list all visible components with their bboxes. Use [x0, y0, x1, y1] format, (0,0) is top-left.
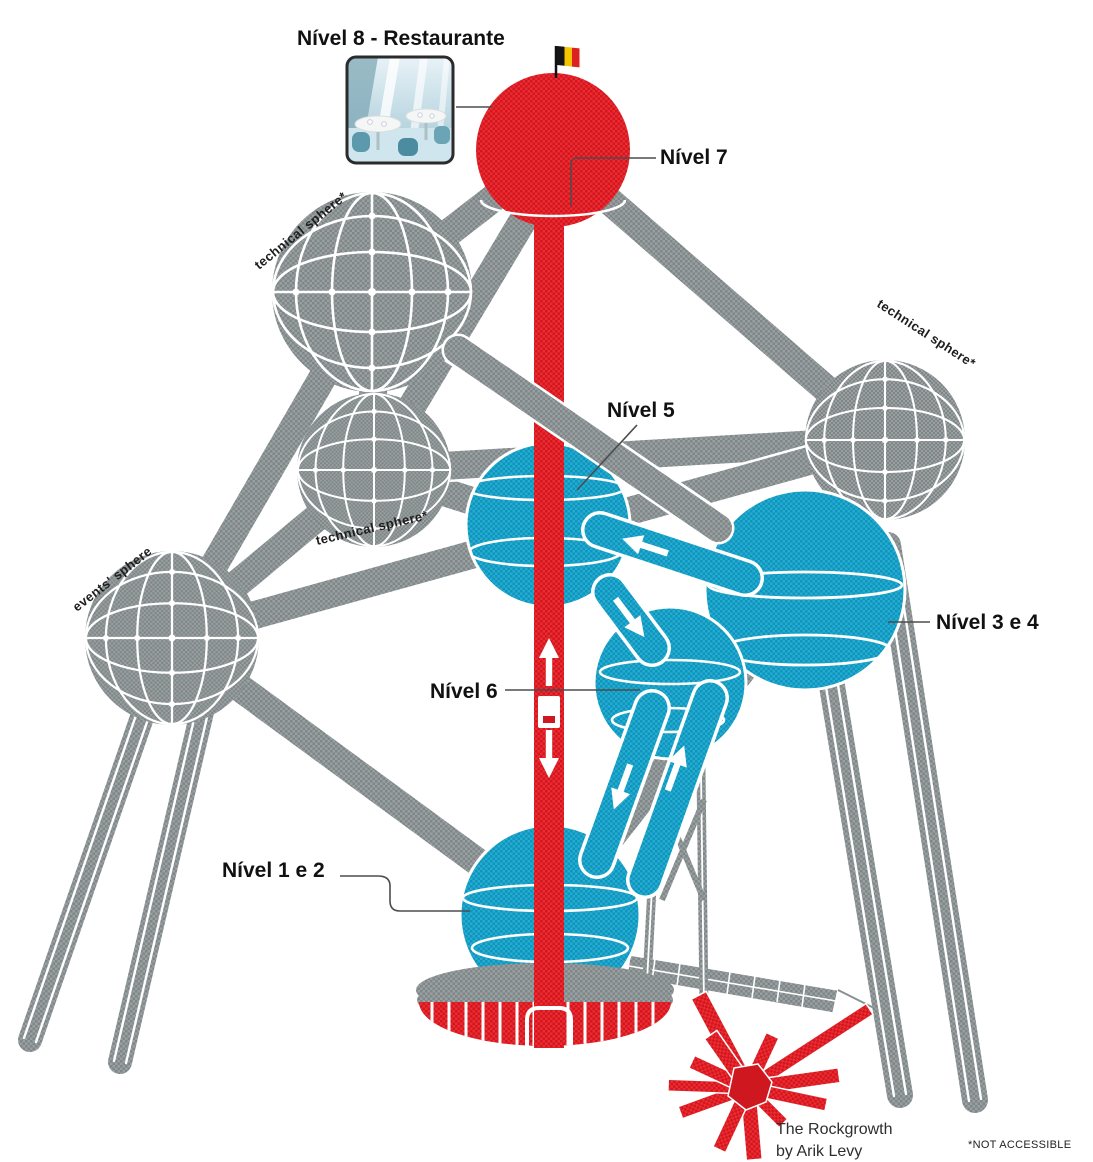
label-nivel3e4: Nível 3 e 4 [936, 611, 1039, 634]
elevator-indicator [538, 638, 560, 778]
label-nivel1e2: Nível 1 e 2 [222, 859, 325, 882]
footnote-not-accessible: *NOT ACCESSIBLE [968, 1139, 1071, 1151]
leader-nivel5 [576, 424, 638, 491]
photo-table [405, 108, 447, 124]
central-column [441, 150, 735, 1048]
escalator-level6-to-bottom [578, 689, 671, 879]
right-leg-outer [875, 532, 988, 1113]
elevator-cab-door [543, 716, 555, 723]
leader-nivel7 [570, 157, 656, 206]
rockgrowth-caption-line1: The Rockgrowth [776, 1121, 893, 1138]
leader-lines [340, 106, 930, 912]
support-legs [18, 532, 988, 1113]
belgian-flag-icon [554, 46, 580, 78]
photo-border [345, 55, 455, 165]
tube-crossing-over-column [441, 333, 735, 545]
rockgrowth-caption-line2: by Arik Levy [776, 1143, 862, 1160]
label-nivel5: Nível 5 [607, 399, 675, 422]
label-nivel7: Nível 7 [660, 146, 728, 169]
label-nivel8-restaurante: Nível 8 - Restaurante [297, 27, 505, 50]
escalator-bottom-to-level6 [626, 679, 729, 899]
label-nivel6: Nível 6 [430, 680, 498, 703]
base-entrance-arch [525, 1006, 573, 1048]
escalator-level34-to-level5 [581, 511, 764, 597]
left-leg-outer [18, 688, 160, 1052]
photo-chair [398, 138, 418, 156]
rockgrowth-sculpture [667, 990, 875, 1162]
photo-chair [434, 126, 450, 144]
escalator-level5-to-level6 [591, 573, 671, 667]
photo-table [354, 115, 402, 133]
left-leg-inner [108, 700, 214, 1074]
leader-nivel1e2 [340, 875, 470, 912]
right-leg-inner [815, 649, 913, 1108]
red-sphere-restaurant [476, 73, 630, 227]
photo-chair [352, 132, 370, 152]
escalator-tubes [578, 511, 764, 899]
elevator-cab [538, 696, 560, 728]
restaurant-photo [345, 55, 455, 165]
